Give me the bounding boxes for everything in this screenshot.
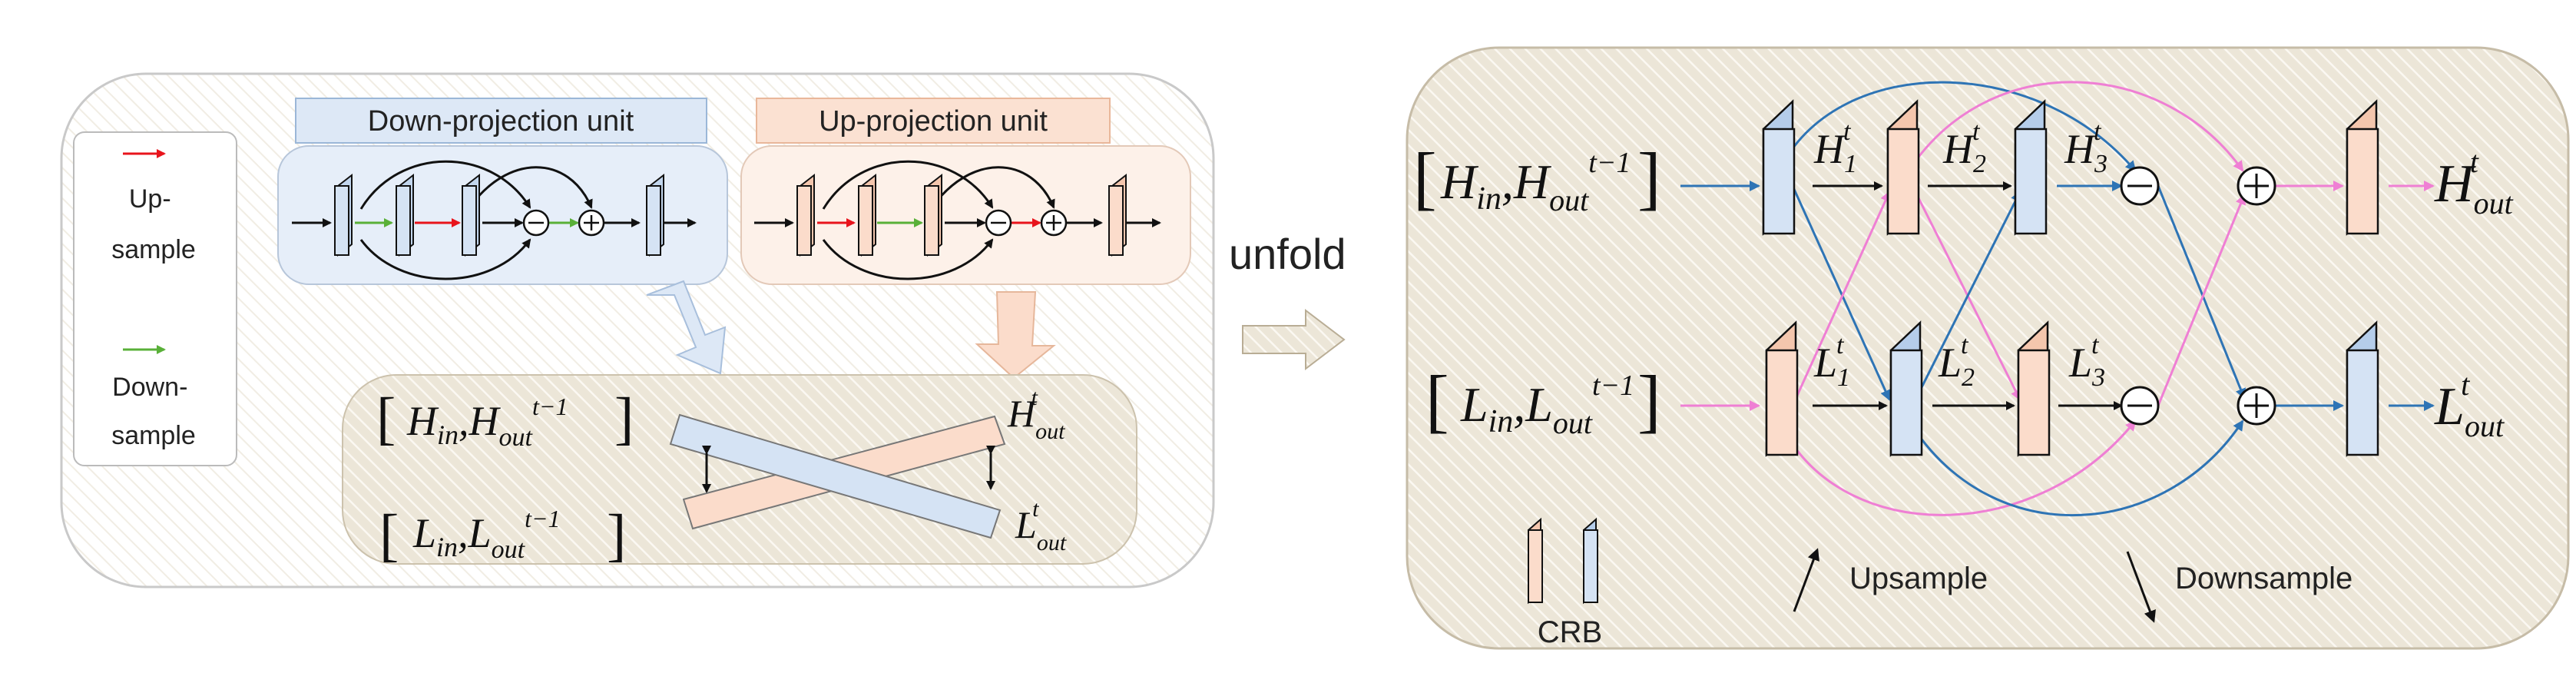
upsample-legend-icon [1793,548,1819,612]
unfold-arrow-icon [1242,308,1346,371]
downsample-legend-icon [2126,551,2156,623]
svg-text:[: [ [379,503,399,568]
right-operators [2120,166,2276,426]
down-unit-blocks [292,160,697,280]
up-unit-title-bg [756,98,1111,144]
down-unit-output-arrow [646,280,727,375]
right-input-h: [ Hin,Houtt−1 ] [1413,138,1661,217]
unfold-label: unfold [1229,230,1346,278]
right-blocks [1762,99,2379,457]
downsample-legend-label: Downsample [2175,562,2353,595]
up-unit-title: Up-projection unit [819,105,1048,138]
crb-label: CRB [1538,615,1602,649]
down-unit-title: Down-projection unit [368,105,634,138]
legend-downsample-label: Down- sample [111,373,196,450]
legend-upsample-label: Up- sample [111,184,196,264]
up-unit-blocks [754,160,1161,280]
svg-text:[: [ [1425,361,1449,439]
up-unit-output-arrow [975,291,1056,380]
svg-text:]: ] [1637,138,1661,217]
svg-text:Hin,Houtt−1: Hin,Houtt−1 [1440,147,1631,217]
legend-box [73,131,237,466]
svg-text:[: [ [376,386,396,451]
up-unit-box [740,145,1191,285]
svg-text:]: ] [1637,361,1661,439]
crb-legend [1528,517,1598,605]
svg-text:]: ] [614,386,634,451]
svg-text:]: ] [607,503,626,568]
upsample-legend-label: Upsample [1849,562,1988,595]
right-connections [1680,81,2435,517]
down-unit-title-bg [295,98,707,144]
down-unit-box [277,145,728,285]
right-panel [1406,46,2570,650]
svg-text:[: [ [1413,138,1437,217]
crossed-bars [669,413,1006,539]
